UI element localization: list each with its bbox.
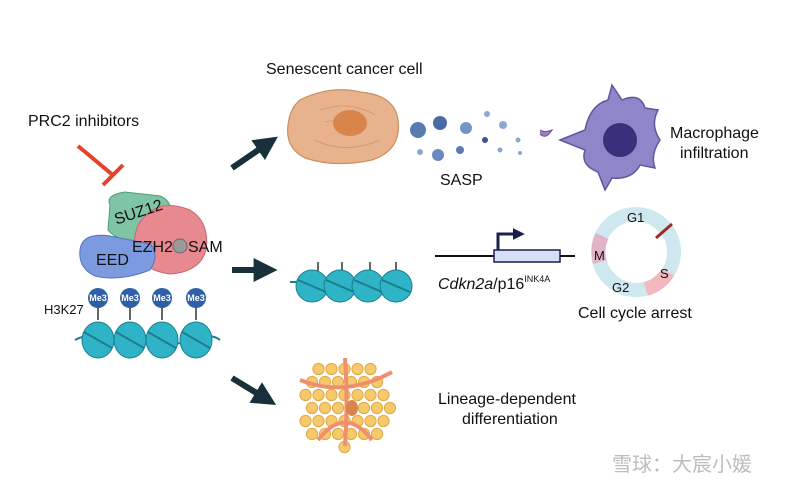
lineage-label-line1: Lineage-dependent [438, 391, 576, 408]
gene-label: Cdkn2a/p16INK4A [438, 274, 550, 293]
senescent-cell-label: Senescent cancer cell [266, 61, 423, 78]
fat-droplet [383, 401, 397, 415]
nucleus [333, 110, 367, 136]
me3-marker: Me3 [152, 288, 172, 320]
me3-marker: Me3 [88, 288, 108, 320]
phase-s-label: S [660, 266, 669, 281]
arrow-to-differentiation [230, 375, 277, 406]
fat-droplet [305, 401, 319, 415]
compact-chromatin [74, 321, 221, 359]
me3-marker: Me3 [120, 288, 140, 320]
svg-text:Me3: Me3 [89, 293, 107, 303]
senescent-cell [287, 89, 400, 165]
fat-droplet [299, 388, 312, 402]
fat-droplet [364, 414, 377, 428]
eed-subunit [79, 234, 156, 279]
prc2-complex: SUZ12 EZH2 EED SAM [79, 191, 223, 279]
sasp-label: SASP [440, 172, 483, 189]
fat-droplet [312, 362, 325, 376]
svg-text:Me3: Me3 [153, 293, 171, 303]
svg-text:Me3: Me3 [121, 293, 139, 303]
me3-marker: Me3 [186, 288, 206, 320]
phase-m-label: M [594, 248, 605, 263]
cell-cycle-ring: G1 S G2 M [591, 207, 681, 297]
watermark: 雪球：大宸小媛 [612, 452, 752, 476]
fat-droplet [312, 414, 325, 428]
svg-text:Me3: Me3 [187, 293, 205, 303]
fat-droplet [299, 414, 312, 428]
macrophage-label-line1: Macrophage [670, 125, 759, 142]
fat-droplet [325, 388, 338, 402]
sam-label: SAM [188, 239, 223, 256]
cell-cycle-arrest-label: Cell cycle arrest [578, 305, 692, 322]
fat-droplet [364, 362, 377, 376]
fat-droplet [370, 427, 384, 441]
ezh2-label: EZH2 [132, 239, 173, 256]
eed-label: EED [96, 252, 129, 269]
fat-droplet [351, 362, 364, 376]
arrow-to-senescence [230, 136, 278, 171]
cell-nucleus [346, 400, 358, 416]
fat-droplet [331, 427, 345, 441]
lineage-label-line2: differentiation [462, 411, 558, 428]
macrophage [539, 83, 661, 192]
macrophage-label-line2: infiltration [680, 145, 748, 162]
fat-droplet [377, 414, 390, 428]
fat-droplet [357, 401, 371, 415]
h3k27-label: H3K27 [44, 302, 84, 317]
fat-droplet [370, 401, 384, 415]
fat-droplet [312, 388, 325, 402]
gene-diagram [435, 228, 575, 263]
differentiated-cells [299, 357, 397, 454]
cell-fiber [343, 357, 349, 447]
sasp-particles [410, 111, 522, 161]
arrest-marker [655, 222, 673, 240]
fat-droplet [318, 401, 332, 415]
fat-droplet [331, 401, 345, 415]
phase-g2-label: G2 [612, 280, 629, 295]
fat-droplet [325, 362, 338, 376]
fat-droplet [364, 388, 377, 402]
fat-droplet [377, 388, 390, 402]
me3-markers: Me3 Me3 Me3 Me3 [88, 288, 206, 320]
prc2-inhibitors-label: PRC2 inhibitors [28, 113, 139, 130]
fat-droplet [351, 388, 364, 402]
inhibition-symbol [76, 144, 125, 187]
open-chromatin [290, 262, 413, 303]
phase-g1-label: G1 [627, 210, 644, 225]
fat-droplet [305, 427, 319, 441]
sam-molecule [172, 238, 188, 254]
